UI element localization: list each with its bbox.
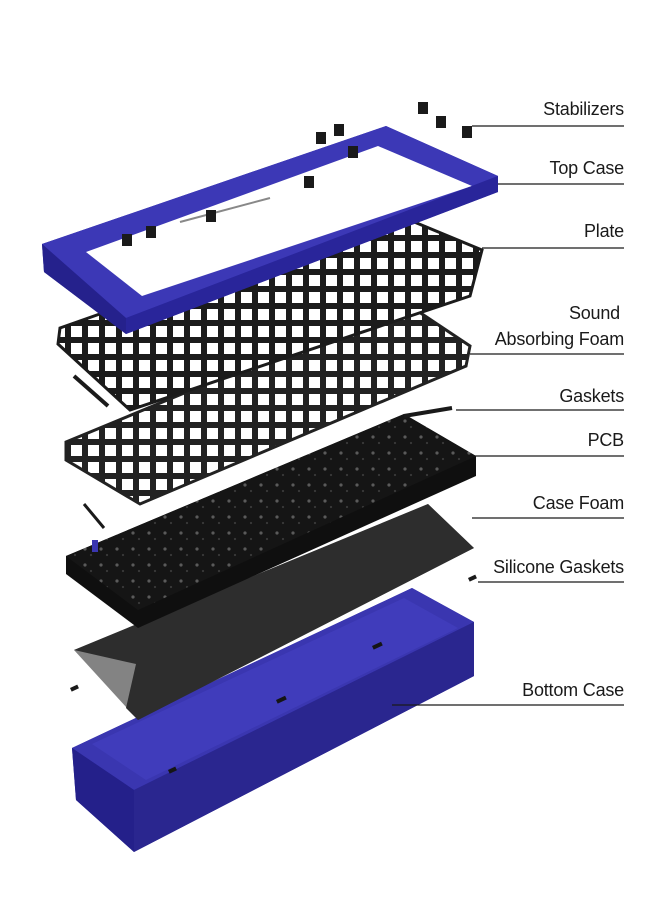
label-sound-absorbing-foam-line1: Sound	[568, 303, 620, 323]
leader-lines	[392, 125, 624, 706]
label-stabilizers: Stabilizers	[543, 99, 624, 119]
label-sound-absorbing-foam-line2: Absorbing Foam	[494, 329, 624, 349]
pcb-part	[66, 406, 476, 628]
label-sound-absorbing-foam: Sound Absorbing Foam	[495, 300, 624, 352]
label-case-foam: Case Foam	[532, 493, 624, 513]
label-plate: Plate	[583, 221, 624, 241]
label-silicone-gaskets: Silicone Gaskets	[493, 557, 624, 577]
label-gaskets: Gaskets	[559, 386, 624, 406]
label-pcb: PCB	[587, 430, 625, 450]
case-foam-part	[74, 504, 474, 720]
stabilizers-part	[122, 102, 472, 246]
top-case-part	[42, 126, 498, 334]
label-bottom-case: Bottom Case	[522, 680, 624, 700]
bottom-case-part	[72, 588, 474, 852]
silicone-gaskets-part	[70, 574, 477, 692]
label-top-case: Top Case	[549, 158, 625, 178]
